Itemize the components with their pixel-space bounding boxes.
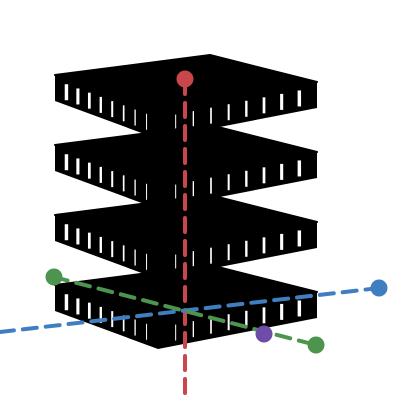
blue-axis xyxy=(0,286,381,334)
layer-front-left-face xyxy=(55,75,158,139)
layer-front-right-face xyxy=(158,152,317,209)
layer-front-left-face xyxy=(55,145,158,209)
layer-front-right-face xyxy=(158,82,317,139)
green-axis xyxy=(52,275,318,347)
green-marker-right xyxy=(307,336,325,354)
red-marker xyxy=(176,70,194,88)
axis-markers xyxy=(45,70,388,354)
blue-marker xyxy=(370,279,388,297)
layer-front-right-face xyxy=(158,292,317,349)
layer-front-left-face xyxy=(55,215,158,279)
green-marker-left xyxy=(45,268,63,286)
layer-front-right-face xyxy=(158,222,317,279)
axis-lines xyxy=(0,78,381,400)
purple-marker xyxy=(255,325,273,343)
layer-front-left-face xyxy=(55,285,158,349)
